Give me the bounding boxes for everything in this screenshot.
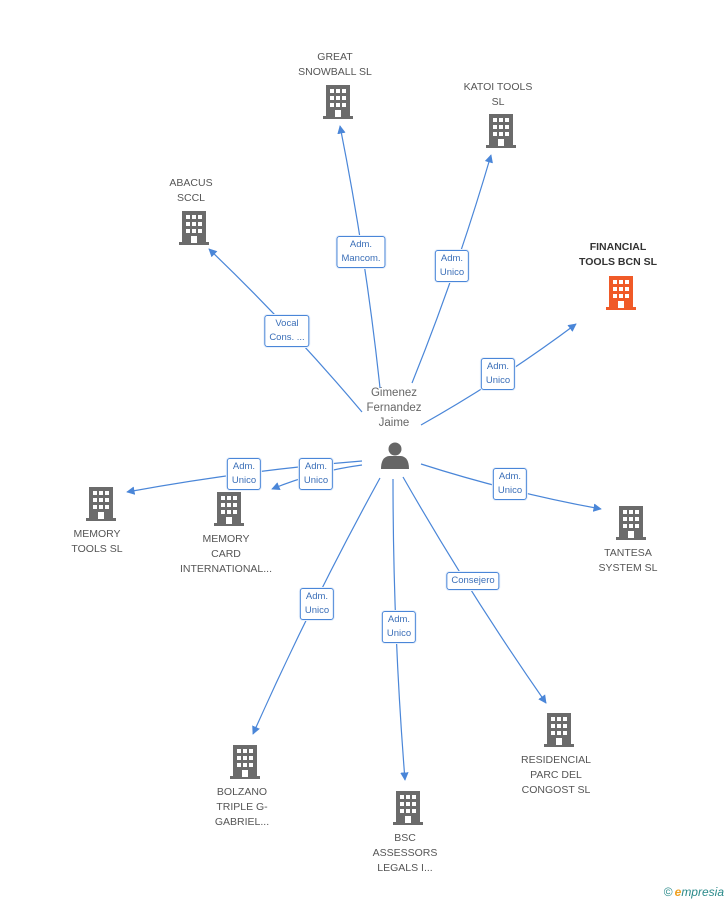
person-name-label[interactable]: Gimenez Fernandez Jaime: [366, 387, 422, 429]
edge-label-memorycard[interactable]: Adm. Unico: [298, 458, 334, 490]
building-icon-memorycard[interactable]: [214, 492, 244, 526]
empresia-watermark: ©empresia: [664, 885, 724, 899]
building-icon-bolzano[interactable]: [230, 745, 260, 779]
edge-label-bsc[interactable]: Adm. Unico: [381, 611, 417, 643]
edge-label-tantesa[interactable]: Adm. Unico: [492, 468, 528, 500]
company-label-residencial[interactable]: RESIDENCIAL PARC DEL CONGOST SL: [520, 754, 592, 796]
brand-name: mpresia: [681, 885, 724, 899]
building-icon-residencial[interactable]: [544, 713, 574, 747]
building-icon-great[interactable]: [323, 85, 353, 119]
edge-line-residencial: [402, 476, 547, 704]
company-label-memorycard[interactable]: MEMORY CARD INTERNATIONAL...: [180, 533, 272, 575]
edge-label-residencial[interactable]: Consejero: [446, 572, 500, 590]
edge-label-katoi[interactable]: Adm. Unico: [434, 250, 470, 282]
brand-logo-letter: e: [674, 885, 682, 899]
building-icon-tantesa[interactable]: [616, 506, 646, 540]
company-label-bsc[interactable]: BSC ASSESSORS LEGALS I...: [372, 832, 438, 874]
edge-label-financial[interactable]: Adm. Unico: [480, 358, 516, 390]
building-icon-memorytools[interactable]: [86, 487, 116, 521]
company-label-bolzano[interactable]: BOLZANO TRIPLE G- GABRIEL...: [214, 786, 270, 828]
building-icon-financial[interactable]: [606, 276, 636, 310]
edge-label-memorytools[interactable]: Adm. Unico: [226, 458, 262, 490]
company-label-tantesa[interactable]: TANTESA SYSTEM SL: [598, 547, 658, 574]
company-label-katoi[interactable]: KATOI TOOLS SL: [463, 81, 533, 108]
person-icon[interactable]: [381, 442, 409, 470]
copyright-symbol: ©: [663, 885, 673, 899]
company-label-financial[interactable]: FINANCIAL TOOLS BCN SL: [579, 241, 657, 268]
edge-label-great[interactable]: Adm. Mancom.: [336, 236, 386, 268]
company-label-abacus[interactable]: ABACUS SCCL: [169, 177, 213, 204]
company-label-memorytools[interactable]: MEMORY TOOLS SL: [71, 528, 123, 555]
edge-label-bolzano[interactable]: Adm. Unico: [299, 588, 335, 620]
building-icon-katoi[interactable]: [486, 114, 516, 148]
edge-label-abacus[interactable]: Vocal Cons. ...: [264, 315, 310, 347]
building-icon-abacus[interactable]: [179, 211, 209, 245]
building-icon-bsc[interactable]: [393, 791, 423, 825]
company-label-great[interactable]: GREAT SNOWBALL SL: [298, 51, 372, 78]
